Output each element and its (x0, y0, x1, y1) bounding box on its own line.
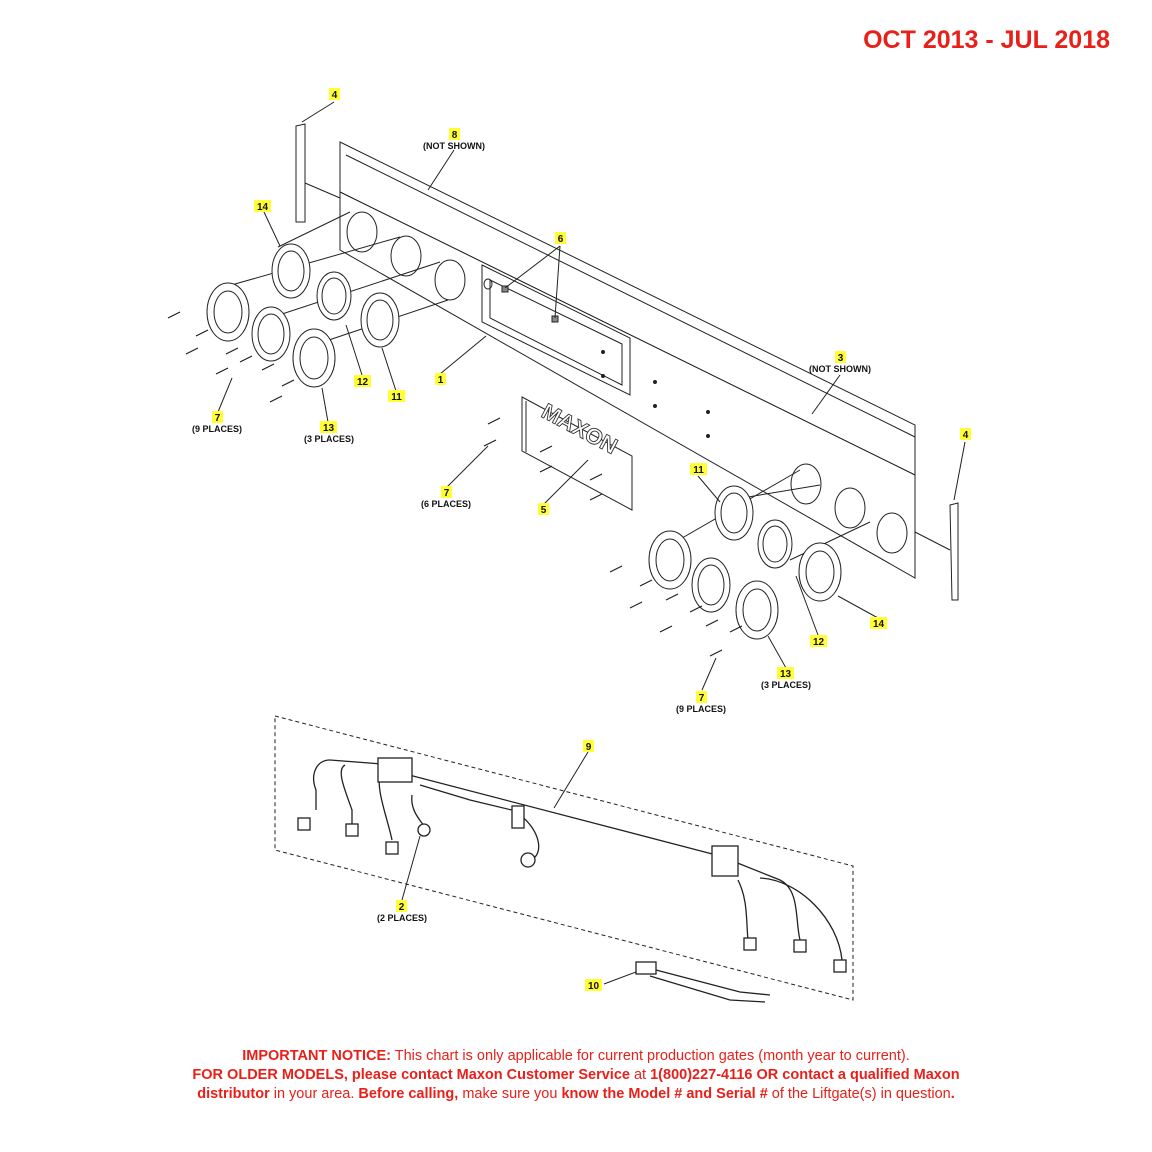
callout-7-right-note: (9 PLACES) (676, 704, 726, 714)
callout-3: 3 (838, 353, 844, 364)
callout-6: 6 (558, 234, 564, 245)
notice-at: at (629, 1067, 651, 1083)
callout-12-left: 12 (357, 377, 369, 388)
pigtail-connector (635, 961, 771, 1003)
notice-text-1: This chart is only applicable for curren… (390, 1048, 910, 1064)
callout-7-center-note: (6 PLACES) (421, 499, 471, 509)
harness-box (274, 715, 854, 1001)
callout-9: 9 (586, 742, 592, 753)
date-range-title: OCT 2013 - JUL 2018 (863, 26, 1110, 54)
callout-4-left: 4 (332, 90, 338, 101)
callout-4-right: 4 (963, 430, 969, 441)
callout-2-note: (2 PLACES) (377, 913, 427, 923)
notice-before-calling: Before calling, (358, 1086, 459, 1102)
notice-distributor: distributor (197, 1086, 270, 1102)
callout-13-right: 13 (780, 669, 792, 680)
notice-text-liftgate: of the Liftgate(s) in question (767, 1086, 951, 1102)
notice-older-models: FOR OLDER MODELS, please contact Maxon C… (192, 1067, 630, 1083)
callout-13-left: 13 (323, 423, 335, 434)
left-light-rings (206, 211, 449, 388)
callout-12-right: 12 (813, 637, 825, 648)
notice-text-make-sure: make sure you (458, 1086, 562, 1102)
bracket-left (295, 123, 341, 223)
callout-14-left: 14 (257, 202, 269, 213)
callout-2: 2 (399, 902, 405, 913)
callout-7-left-note: (9 PLACES) (192, 424, 242, 434)
notice-line-3: distributor in your area. Before calling… (0, 1085, 1152, 1104)
callout-11-left: 11 (391, 392, 402, 403)
notice-phone: 1(800)227-4116 OR contact a qualified Ma… (650, 1067, 960, 1083)
callout-7-left: 7 (215, 413, 221, 424)
important-notice: IMPORTANT NOTICE: This chart is only app… (0, 1047, 1152, 1104)
callout-7-center: 7 (444, 488, 450, 499)
right-light-rings (648, 469, 871, 640)
wiring-harness (297, 757, 847, 973)
callout-5: 5 (541, 505, 547, 516)
right-screws (609, 565, 743, 657)
callout-13-right-note: (3 PLACES) (761, 680, 811, 690)
bracket-right (914, 502, 959, 601)
callout-1: 1 (438, 375, 444, 386)
callout-11-right: 11 (693, 465, 704, 476)
notice-period: . (950, 1086, 955, 1102)
callout-8: 8 (452, 130, 458, 141)
light-panel (339, 141, 916, 579)
center-screws (483, 417, 603, 501)
callout-13-left-note: (3 PLACES) (304, 434, 354, 444)
notice-text-area: in your area. (269, 1086, 359, 1102)
leader-lines (217, 101, 966, 985)
notice-line-2: FOR OLDER MODELS, please contact Maxon C… (0, 1066, 1152, 1085)
left-screws (167, 311, 295, 403)
maxon-plate (521, 396, 633, 511)
callouts: 4 8 (NOT SHOWN) 14 6 1 12 11 3 (NOT SHOW… (192, 88, 971, 992)
notice-line-1: IMPORTANT NOTICE: This chart is only app… (0, 1047, 1152, 1066)
callout-8-note: (NOT SHOWN) (423, 141, 485, 151)
callout-14-right: 14 (873, 619, 885, 630)
callout-7-right: 7 (699, 693, 705, 704)
callout-10: 10 (588, 981, 600, 992)
notice-heading: IMPORTANT NOTICE: (242, 1048, 391, 1064)
notice-model-serial: know the Model # and Serial # (561, 1086, 768, 1102)
callout-3-note: (NOT SHOWN) (809, 364, 871, 374)
